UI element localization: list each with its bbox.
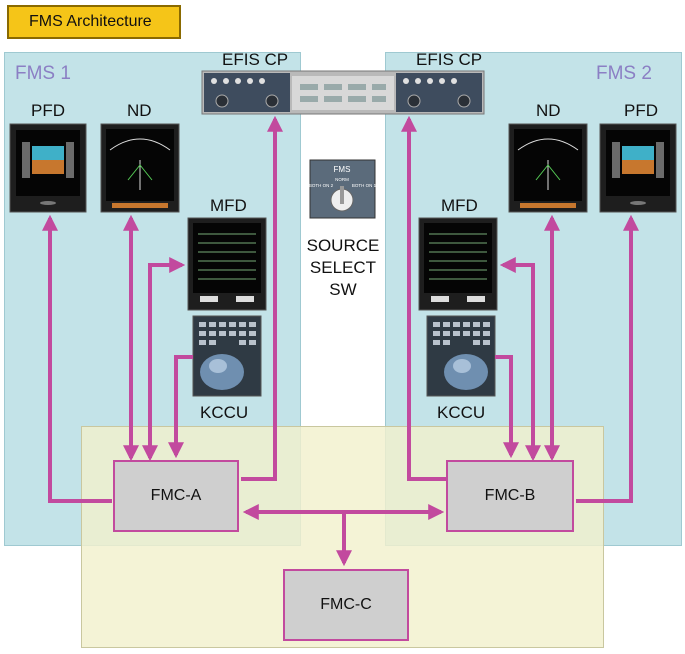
source-select-line3: SW xyxy=(329,280,357,299)
fmc-b-label: FMC-B xyxy=(484,487,536,504)
fmc-c-label: FMC-C xyxy=(320,596,372,613)
efis-cp-right-label: EFIS CP xyxy=(416,50,483,69)
diagram-title: FMS Architecture xyxy=(7,5,181,39)
arrow-fmcb-mfd xyxy=(499,257,541,462)
knob-header: FMS xyxy=(334,165,351,174)
fms1-label: FMS 1 xyxy=(15,63,71,84)
pfd-left-display xyxy=(9,123,87,213)
knob-norm: NORM xyxy=(335,177,349,182)
connection-arrows-left xyxy=(42,115,283,503)
knob-left-position: BOTH ON 2 xyxy=(309,183,334,188)
arrow-kccu-fmca xyxy=(168,355,193,459)
source-select-line2: SELECT xyxy=(309,258,377,277)
knob-right-position: BOTH ON 1 xyxy=(352,183,377,188)
nd-left-display xyxy=(100,123,180,213)
kccu-left-label: KCCU xyxy=(200,403,249,422)
fmc-a-box: FMC-A xyxy=(113,460,239,532)
connection-arrows-right xyxy=(401,115,639,503)
kccu-right-label: KCCU xyxy=(437,403,486,422)
kccu-right-device xyxy=(426,315,496,397)
source-select-knob-panel xyxy=(309,159,376,219)
pfd-right-label: PFD xyxy=(624,101,658,120)
source-select-line1: SOURCE xyxy=(306,236,380,255)
fmc-a-label: FMC-A xyxy=(150,487,202,504)
efis-cp-panel xyxy=(201,70,485,115)
mfd-right-label: MFD xyxy=(441,196,478,215)
mfd-left-display xyxy=(187,217,267,311)
fmc-b-box: FMC-B xyxy=(446,460,574,532)
nd-right-label: ND xyxy=(536,101,561,120)
mfd-right-display xyxy=(418,217,498,311)
arrow-fmcb-pfd xyxy=(576,214,639,503)
kccu-left-device xyxy=(192,315,262,397)
arrow-fmca-efis xyxy=(241,115,283,481)
nd-left-label: ND xyxy=(127,101,152,120)
arrow-fmca-pfd xyxy=(42,214,112,503)
mfd-left-label: MFD xyxy=(210,196,247,215)
pfd-left-label: PFD xyxy=(31,101,65,120)
fms2-label: FMS 2 xyxy=(596,63,652,84)
arrow-fmca-mfd xyxy=(142,257,186,462)
arrow-fmcb-efis xyxy=(401,115,446,481)
arrow-kccu-fmcb xyxy=(495,355,519,459)
source-select-label: SOURCE SELECT SW xyxy=(304,235,382,301)
fmc-c-box: FMC-C xyxy=(283,569,409,641)
pfd-right-display xyxy=(599,123,677,213)
cross-link-arrows xyxy=(242,504,445,567)
nd-right-display xyxy=(508,123,588,213)
efis-cp-left-label: EFIS CP xyxy=(222,50,289,69)
